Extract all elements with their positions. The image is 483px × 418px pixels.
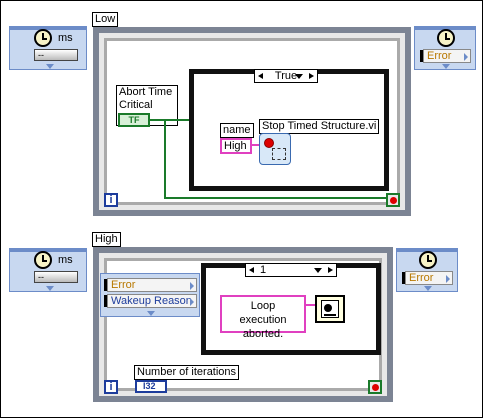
subvi-label: Stop Timed Structure.vi xyxy=(259,119,380,134)
iterations-label: Number of iterations xyxy=(134,365,240,380)
string-wire xyxy=(306,304,316,306)
bottom-output-node[interactable]: Error xyxy=(396,248,458,292)
dialog-message-icon xyxy=(321,300,339,318)
top-output-error[interactable]: Error xyxy=(420,49,471,63)
top-iteration-index: i xyxy=(104,193,118,207)
chevron-down-icon xyxy=(424,286,432,291)
increment-arrow-icon[interactable] xyxy=(328,267,333,273)
dialog-subvi[interactable] xyxy=(315,295,345,323)
name-string-constant[interactable]: High xyxy=(220,138,252,154)
clock-icon xyxy=(34,29,52,47)
chevron-down-icon xyxy=(442,64,450,69)
chevron-down-icon xyxy=(46,286,54,291)
bottom-iteration-index: i xyxy=(104,380,118,394)
abort-boolean-terminal[interactable]: TF xyxy=(118,113,150,127)
bottom-input-unit: ms xyxy=(58,254,73,266)
top-case-selector[interactable]: True xyxy=(254,69,318,83)
dropdown-arrow-icon[interactable] xyxy=(314,268,322,273)
bottom-input-node[interactable]: ms -- xyxy=(9,248,87,292)
bottom-left-data-node[interactable]: Error Wakeup Reason xyxy=(100,273,200,317)
clock-icon xyxy=(437,29,455,47)
bottom-stop-terminal[interactable] xyxy=(368,380,382,394)
stop-icon xyxy=(264,138,274,148)
chevron-down-icon xyxy=(147,311,155,316)
string-wire xyxy=(252,144,260,146)
bottom-input-field[interactable]: -- xyxy=(34,271,78,283)
bottom-output-error[interactable]: Error xyxy=(402,271,453,285)
iterations-indicator[interactable]: I32 xyxy=(135,380,167,393)
chevron-down-icon xyxy=(46,64,54,69)
decrement-arrow-icon[interactable] xyxy=(249,267,254,273)
clock-icon xyxy=(34,251,52,269)
clock-icon xyxy=(419,251,437,269)
dropdown-arrow-icon[interactable] xyxy=(295,74,303,79)
increment-arrow-icon[interactable] xyxy=(309,73,314,79)
top-stop-terminal[interactable] xyxy=(386,193,400,207)
top-output-node[interactable]: Error xyxy=(414,26,476,70)
left-node-error[interactable]: Error xyxy=(104,278,197,292)
top-input-node[interactable]: ms -- xyxy=(9,26,87,70)
decrement-arrow-icon[interactable] xyxy=(258,73,263,79)
left-node-wakeup-reason[interactable]: Wakeup Reason xyxy=(104,294,197,308)
boolean-wire xyxy=(150,119,192,121)
top-input-unit: ms xyxy=(58,32,73,44)
boolean-wire xyxy=(164,119,166,197)
bottom-case-selector[interactable]: 1 xyxy=(245,263,337,277)
bottom-loop-title: High xyxy=(92,232,121,247)
dashed-box-icon xyxy=(272,148,286,160)
stop-timed-structure-subvi[interactable] xyxy=(259,133,291,165)
top-loop-title: Low xyxy=(92,12,119,27)
message-string-constant[interactable]: Loop execution aborted. xyxy=(220,295,306,340)
boolean-wire xyxy=(164,197,387,199)
top-input-field[interactable]: -- xyxy=(34,49,78,61)
name-label: name xyxy=(220,123,254,138)
